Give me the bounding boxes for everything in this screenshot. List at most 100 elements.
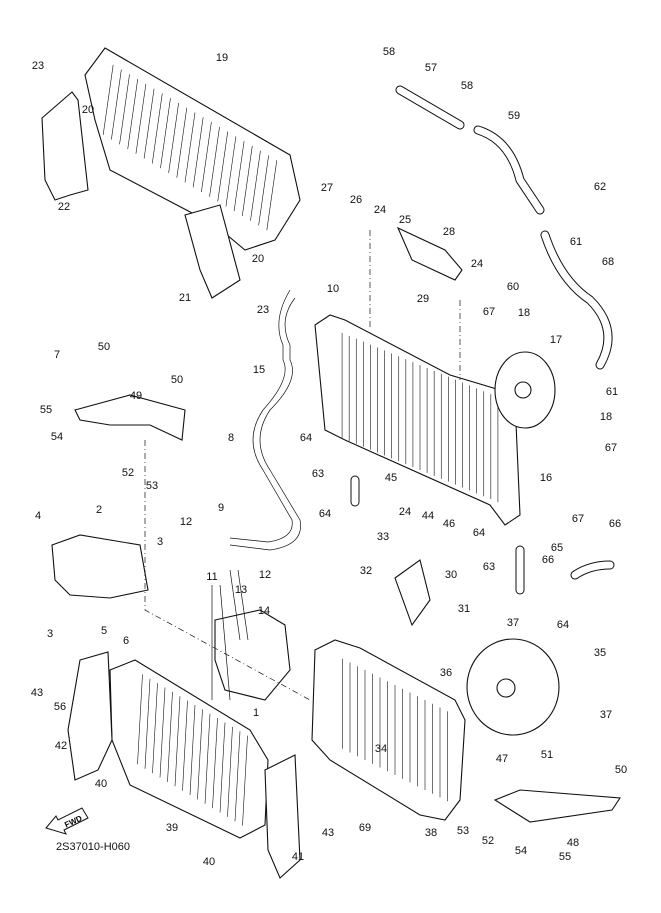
callout-3[interactable]: 3 <box>46 628 54 640</box>
callout-61[interactable]: 61 <box>605 386 619 398</box>
callout-50[interactable]: 50 <box>614 764 628 776</box>
callout-11[interactable]: 11 <box>206 571 218 583</box>
callout-62[interactable]: 62 <box>593 181 607 193</box>
callout-23[interactable]: 23 <box>31 60 45 72</box>
side-cover-22 <box>41 91 89 201</box>
callout-18[interactable]: 18 <box>517 307 531 319</box>
callout-52[interactable]: 52 <box>121 467 135 479</box>
callout-43[interactable]: 43 <box>30 687 44 699</box>
callout-54[interactable]: 54 <box>50 431 64 443</box>
callout-31[interactable]: 31 <box>457 603 471 615</box>
callout-47[interactable]: 47 <box>495 753 509 765</box>
callout-60[interactable]: 60 <box>506 281 520 293</box>
callout-58[interactable]: 58 <box>382 46 396 58</box>
callout-27[interactable]: 27 <box>320 182 334 194</box>
callout-23[interactable]: 23 <box>256 304 270 316</box>
callout-58[interactable]: 58 <box>460 80 474 92</box>
callout-66[interactable]: 66 <box>541 554 555 566</box>
callout-43[interactable]: 43 <box>321 827 335 839</box>
callout-20[interactable]: 20 <box>251 253 265 265</box>
callout-37[interactable]: 37 <box>506 617 520 629</box>
callout-54[interactable]: 54 <box>514 845 528 857</box>
callout-63[interactable]: 63 <box>482 561 496 573</box>
callout-12[interactable]: 12 <box>179 516 193 528</box>
callout-26[interactable]: 26 <box>349 194 363 206</box>
callout-53[interactable]: 53 <box>145 480 159 492</box>
callout-30[interactable]: 30 <box>444 569 458 581</box>
callout-13[interactable]: 13 <box>234 584 248 596</box>
callout-37[interactable]: 37 <box>599 709 613 721</box>
callout-25[interactable]: 25 <box>398 214 412 226</box>
callout-65[interactable]: 65 <box>550 542 564 554</box>
callout-51[interactable]: 51 <box>540 749 554 761</box>
callout-15[interactable]: 15 <box>252 364 266 376</box>
callout-34[interactable]: 34 <box>374 743 388 755</box>
callout-12[interactable]: 12 <box>258 569 272 581</box>
callout-24[interactable]: 24 <box>373 204 387 216</box>
callout-1[interactable]: 1 <box>252 707 260 719</box>
callout-7[interactable]: 7 <box>53 349 61 361</box>
radiator-lower <box>311 639 466 821</box>
radiator-cover-upper <box>84 47 301 251</box>
callout-61[interactable]: 61 <box>569 236 583 248</box>
callout-63[interactable]: 63 <box>311 468 325 480</box>
callout-52[interactable]: 52 <box>481 835 495 847</box>
callout-56[interactable]: 56 <box>53 701 67 713</box>
callout-66[interactable]: 66 <box>608 518 622 530</box>
callout-33[interactable]: 33 <box>376 531 390 543</box>
callout-21[interactable]: 21 <box>178 292 192 304</box>
callout-36[interactable]: 36 <box>439 667 453 679</box>
callout-41[interactable]: 41 <box>291 851 305 863</box>
callout-16[interactable]: 16 <box>539 472 553 484</box>
callout-38[interactable]: 38 <box>424 827 438 839</box>
callout-39[interactable]: 39 <box>165 822 179 834</box>
callout-46[interactable]: 46 <box>442 518 456 530</box>
callout-68[interactable]: 68 <box>601 256 615 268</box>
callout-14[interactable]: 14 <box>257 605 271 617</box>
callout-69[interactable]: 69 <box>358 822 372 834</box>
callout-40[interactable]: 40 <box>94 778 108 790</box>
callout-19[interactable]: 19 <box>215 52 229 64</box>
callout-2[interactable]: 2 <box>95 504 103 516</box>
callout-24[interactable]: 24 <box>398 506 412 518</box>
callout-35[interactable]: 35 <box>593 647 607 659</box>
callout-22[interactable]: 22 <box>57 201 71 213</box>
callout-64[interactable]: 64 <box>556 619 570 631</box>
callout-64[interactable]: 64 <box>318 508 332 520</box>
callout-67[interactable]: 67 <box>604 442 618 454</box>
callout-17[interactable]: 17 <box>549 334 563 346</box>
callout-10[interactable]: 10 <box>326 283 340 295</box>
callout-67[interactable]: 67 <box>482 306 496 318</box>
callout-59[interactable]: 59 <box>507 110 521 122</box>
callout-40[interactable]: 40 <box>202 856 216 868</box>
callout-64[interactable]: 64 <box>299 432 313 444</box>
callout-49[interactable]: 49 <box>129 390 143 402</box>
callout-4[interactable]: 4 <box>34 510 42 522</box>
callout-3[interactable]: 3 <box>156 536 164 548</box>
callout-45[interactable]: 45 <box>384 472 398 484</box>
callout-50[interactable]: 50 <box>97 341 111 353</box>
callout-8[interactable]: 8 <box>227 432 235 444</box>
callout-42[interactable]: 42 <box>54 740 68 752</box>
bracket-30 <box>394 559 431 627</box>
callout-32[interactable]: 32 <box>359 565 373 577</box>
callout-5[interactable]: 5 <box>100 625 108 637</box>
callout-50[interactable]: 50 <box>170 374 184 386</box>
callout-67[interactable]: 67 <box>571 513 585 525</box>
callout-24[interactable]: 24 <box>470 258 484 270</box>
callout-29[interactable]: 29 <box>416 293 430 305</box>
callout-20[interactable]: 20 <box>81 104 95 116</box>
callout-57[interactable]: 57 <box>424 62 438 74</box>
callout-48[interactable]: 48 <box>566 837 580 849</box>
callout-55[interactable]: 55 <box>39 404 53 416</box>
air-duct <box>51 534 149 599</box>
callout-44[interactable]: 44 <box>421 510 435 522</box>
callout-9[interactable]: 9 <box>217 502 225 514</box>
callout-6[interactable]: 6 <box>122 635 130 647</box>
callout-53[interactable]: 53 <box>456 825 470 837</box>
callout-55[interactable]: 55 <box>558 851 572 863</box>
callout-18[interactable]: 18 <box>599 411 613 423</box>
callout-64[interactable]: 64 <box>472 527 486 539</box>
callout-28[interactable]: 28 <box>442 226 456 238</box>
